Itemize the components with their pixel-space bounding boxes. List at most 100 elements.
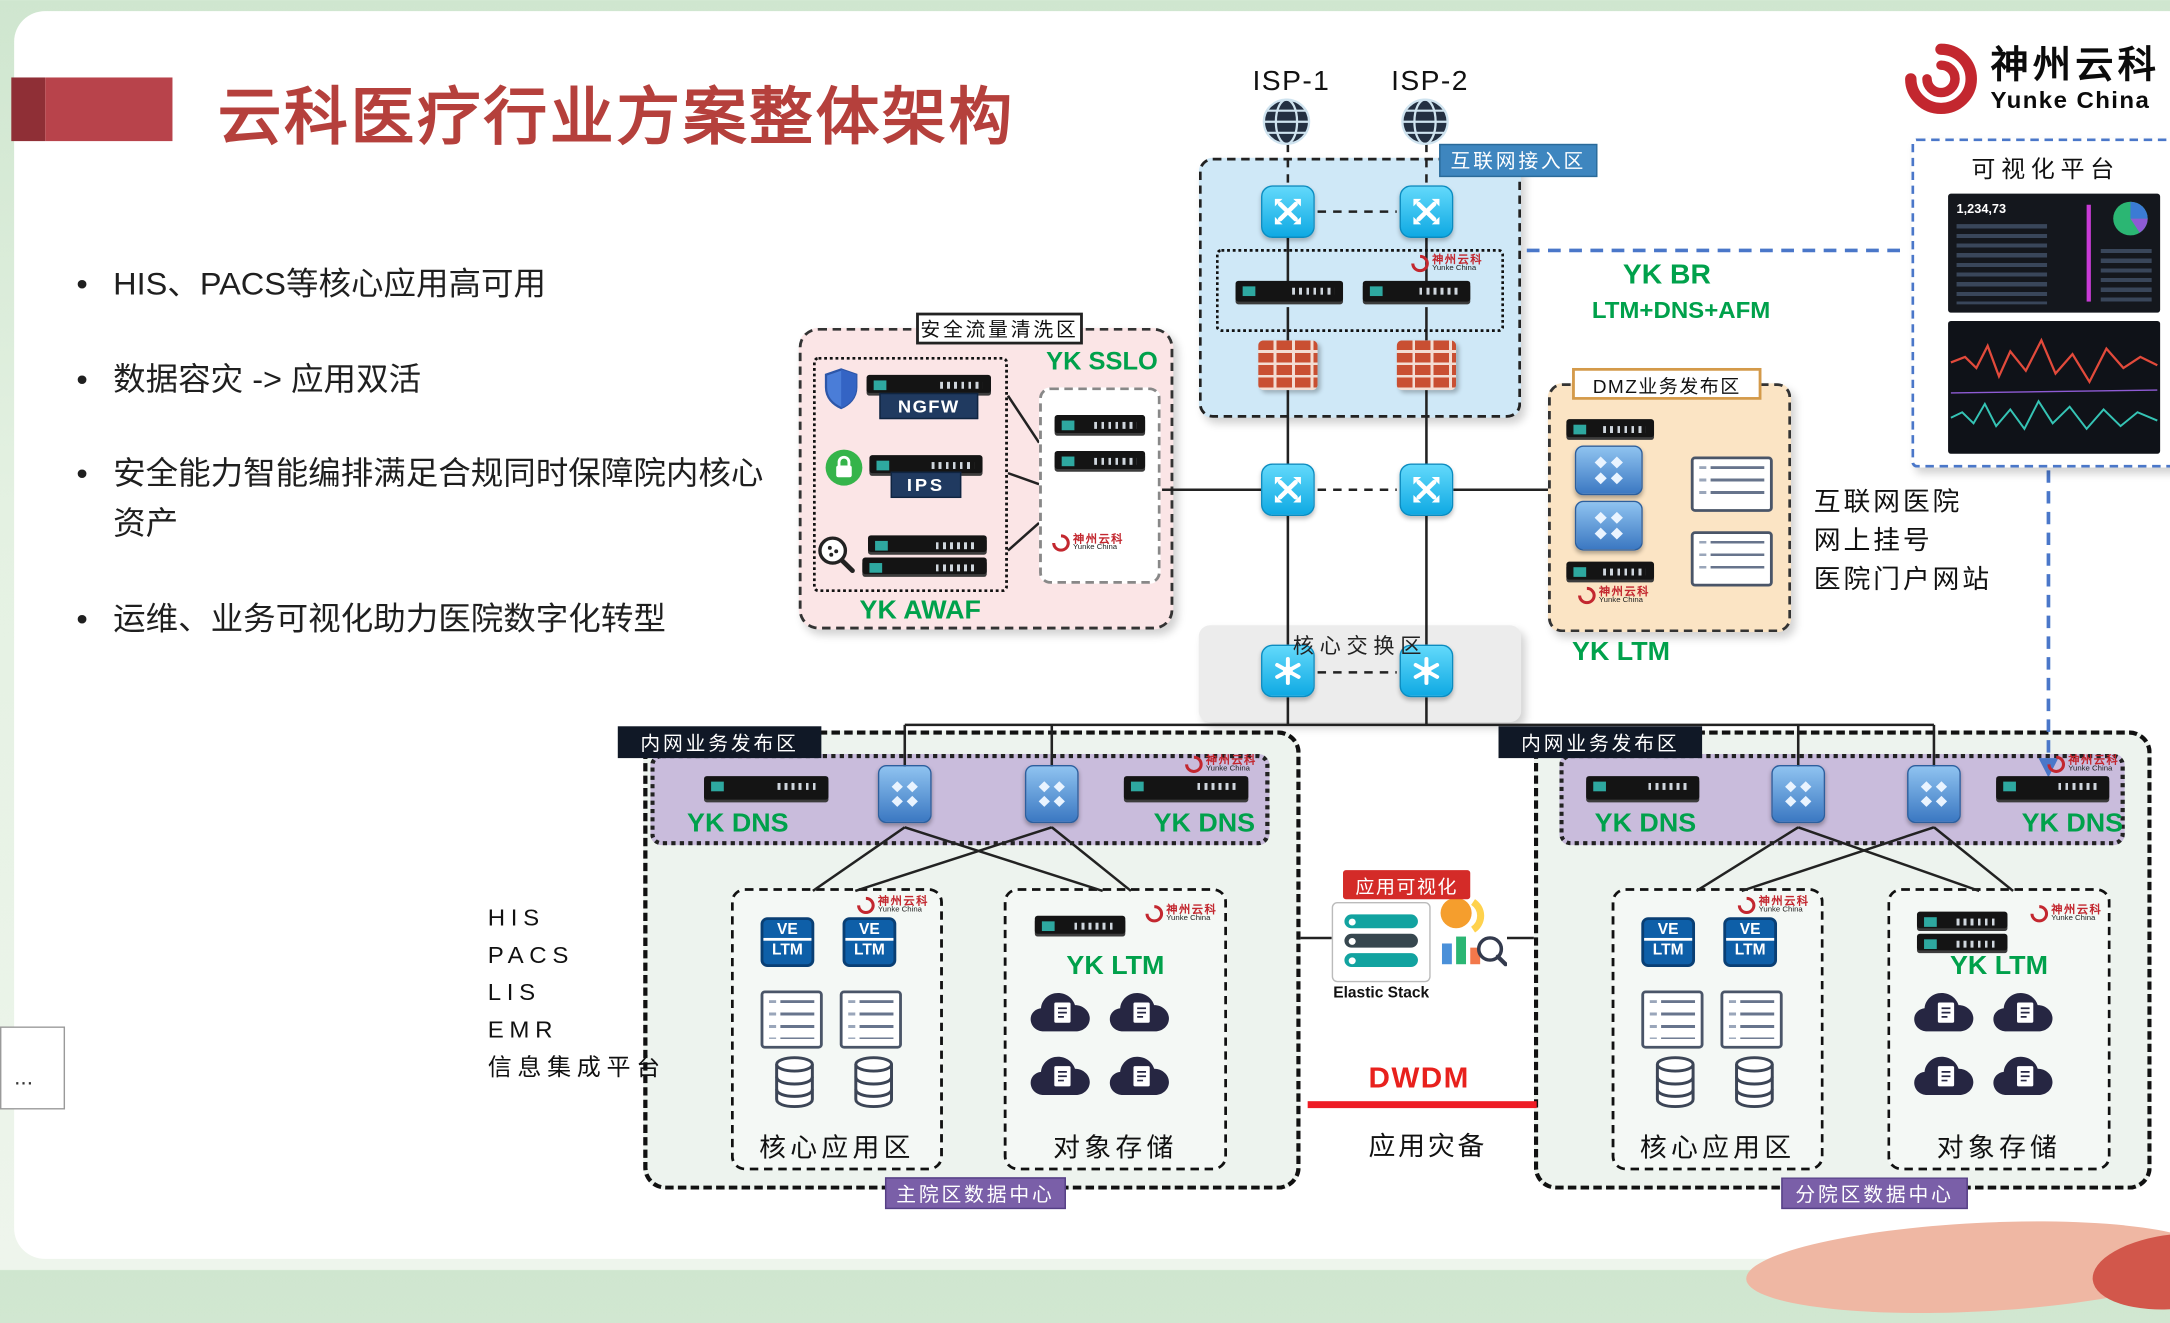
firewall-icon: [1258, 340, 1318, 391]
overlay-dots: ...: [14, 1066, 34, 1091]
yunke-mini-logo-icon: [857, 897, 875, 915]
app-item: LIS: [487, 979, 541, 1006]
border-switch-icon: [1261, 185, 1315, 238]
dmz-services-list: 互联网医院 网上挂号 医院门户网站: [1814, 484, 1992, 600]
core-switch-icon: [1399, 644, 1454, 698]
object-storage-cloud-icon: [1109, 993, 1169, 1032]
stack-switch-icon: [1574, 445, 1643, 496]
yk-dns-label: YK DNS: [2021, 809, 2124, 839]
elastic-stack-label: Elastic Stack: [1333, 984, 1430, 1002]
title-accent-dark: [11, 77, 46, 142]
service-item: 网上挂号: [1813, 527, 1933, 557]
database-icon: [1735, 1056, 1774, 1109]
app-visualization-label: 应用可视化: [1343, 870, 1471, 900]
ips-label: IPS: [890, 471, 962, 499]
title-accent-light: [45, 77, 173, 142]
br-appliance-group: [1215, 249, 1505, 333]
security-devices-group: [812, 356, 1008, 593]
server-appliance-icon: [1362, 280, 1471, 302]
globe-icon: [1401, 98, 1449, 145]
isp1-label: ISP-1: [1252, 66, 1331, 97]
core-app-zone-label: 核心应用区: [759, 1134, 915, 1164]
server-appliance-icon: [1054, 415, 1146, 434]
threat-scan-magnifier-icon: [818, 536, 855, 574]
object-storage-cloud-icon: [1030, 993, 1090, 1032]
dashboard-table-rows: [2100, 249, 2152, 305]
object-storage-zone-label: 对象存储: [1936, 1134, 2062, 1164]
object-storage-zone-label: 对象存储: [1053, 1134, 1178, 1164]
yunke-logo-icon: [1905, 43, 1977, 114]
yunke-mini-logo-icon: [2030, 905, 2049, 923]
yk-ltm-label: YK LTM: [1949, 951, 2048, 981]
dashboard-timeseries-screenshot: [1948, 320, 2161, 454]
yunke-mini-logo-icon: [1145, 905, 1164, 923]
object-storage-cloud-icon: [1914, 1056, 1974, 1096]
dashboard-metrics-screenshot: 1,234,73: [1948, 193, 2161, 313]
dmz-zone-label: DMZ业务发布区: [1572, 367, 1762, 400]
stack-switch-icon: [1771, 765, 1826, 824]
list-item: 运维、业务可视化助力医院数字化转型: [71, 594, 785, 643]
key-points-list: HIS、PACS等核心应用高可用 数据容灾 -> 应用双活 安全能力智能编排满足…: [71, 260, 785, 689]
app-item: PACS: [487, 942, 575, 969]
elastic-tier-icon: [1344, 933, 1418, 948]
yk-awaf-label: YK AWAF: [859, 596, 981, 626]
dashboard-metric-value: 1,234,73: [1956, 201, 2007, 216]
dns-appliance-icon: [704, 776, 829, 800]
ips-appliance-icon: [869, 455, 983, 474]
internet-access-zone-label: 互联网接入区: [1439, 143, 1598, 178]
ltm-appliance-icon: [1034, 915, 1126, 934]
ngfw-appliance-icon: [866, 374, 992, 393]
core-switching-zone-label: 核心交换区: [1292, 634, 1428, 659]
dns-appliance-icon: [1996, 776, 2110, 800]
object-storage-cloud-icon: [1109, 1056, 1169, 1096]
ltm-appliance-icon: [1916, 911, 2008, 929]
elastic-tier-icon: [1344, 914, 1418, 929]
server-appliance-icon: [1235, 280, 1344, 302]
object-storage-cloud-icon: [1914, 993, 1974, 1032]
intranet-publish-zone-label: 内网业务发布区: [1498, 726, 1703, 759]
dwdm-label: DWDM: [1368, 1062, 1470, 1095]
app-disaster-recovery-label: 应用灾备: [1368, 1133, 1488, 1163]
yk-br-sub-label: LTM+DNS+AFM: [1591, 297, 1771, 324]
intranet-publish-zone-label: 内网业务发布区: [617, 726, 822, 759]
stack-switch-icon: [1574, 500, 1643, 551]
core-app-zone-label: 核心应用区: [1639, 1134, 1796, 1164]
yunke-mini-logo-icon: [1737, 897, 1756, 915]
visualization-platform-title: 可视化平台: [1971, 156, 2120, 183]
border-switch-icon: [1399, 185, 1454, 238]
list-item: 数据容灾 -> 应用双活: [71, 355, 785, 404]
yk-sslo-label: YK SSLO: [1046, 347, 1158, 375]
globe-icon: [1262, 98, 1311, 145]
page-title: 云科医疗行业方案整体架构: [217, 81, 1016, 153]
dwdm-link-line: [1307, 1101, 1537, 1109]
object-storage-cloud-icon: [1030, 1056, 1090, 1096]
stack-switch-icon: [1024, 765, 1079, 824]
object-storage-cloud-icon: [1993, 993, 2053, 1032]
yunke-mini-logo-icon: [1052, 534, 1070, 552]
object-storage-cloud-icon: [1993, 1056, 2053, 1096]
server-appliance-icon: [1566, 561, 1655, 580]
server-appliance-icon: [1054, 450, 1146, 469]
hospital-apps-list: HIS PACS LIS EMR 信息集成平台: [488, 899, 666, 1086]
list-item: HIS、PACS等核心应用高可用: [71, 260, 785, 309]
security-cleaning-zone-label: 安全流量清洗区: [916, 312, 1083, 345]
server-rack-icon: [1690, 456, 1773, 512]
dashboard-highlight-bar: [2086, 204, 2091, 302]
aggregation-switch-icon: [1399, 463, 1454, 517]
shield-icon: [824, 368, 858, 410]
app-item: EMR: [487, 1016, 559, 1044]
server-appliance-icon: [1566, 419, 1655, 438]
branch-campus-dc-label: 分院区数据中心: [1781, 1177, 1968, 1210]
yk-ltm-label: YK LTM: [1066, 951, 1165, 981]
yk-dns-label: YK DNS: [1594, 809, 1697, 839]
